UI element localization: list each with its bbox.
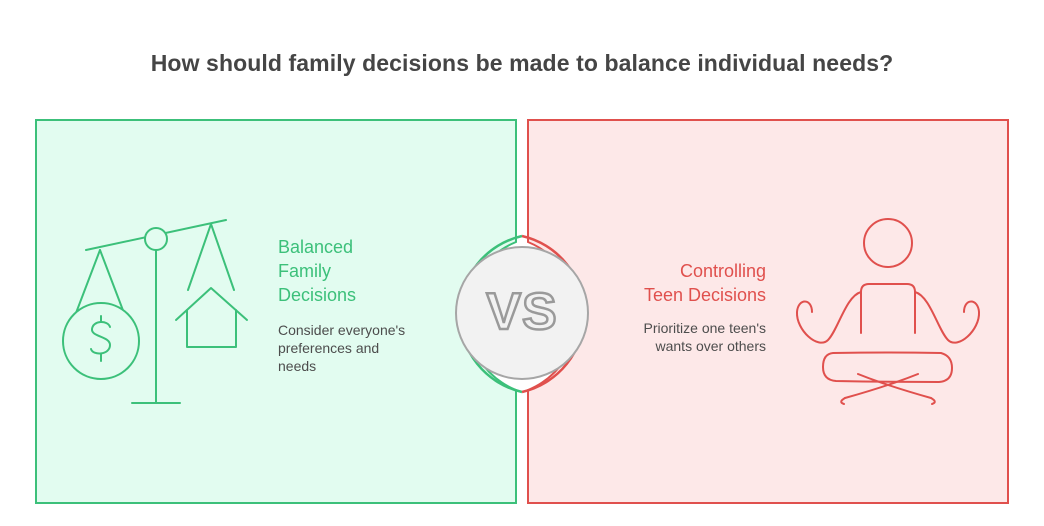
dollar-coin-icon [62, 302, 140, 380]
left-panel-description: Consider everyone's preferences and need… [278, 322, 406, 374]
right-panel-heading: Controlling Teen Decisions [643, 261, 766, 305]
page-title: How should family decisions be made to b… [150, 50, 894, 76]
meditating-person-icon [795, 218, 981, 405]
right-panel-description: Prioritize one teen's wants over others [643, 320, 766, 354]
right-panel [527, 119, 1009, 504]
vs-circle [455, 246, 589, 380]
vs-label: VS [485, 282, 558, 343]
left-panel-heading: Balanced Family Decisions [278, 237, 357, 305]
house-icon [175, 287, 248, 348]
balance-scale-icon [62, 219, 248, 404]
